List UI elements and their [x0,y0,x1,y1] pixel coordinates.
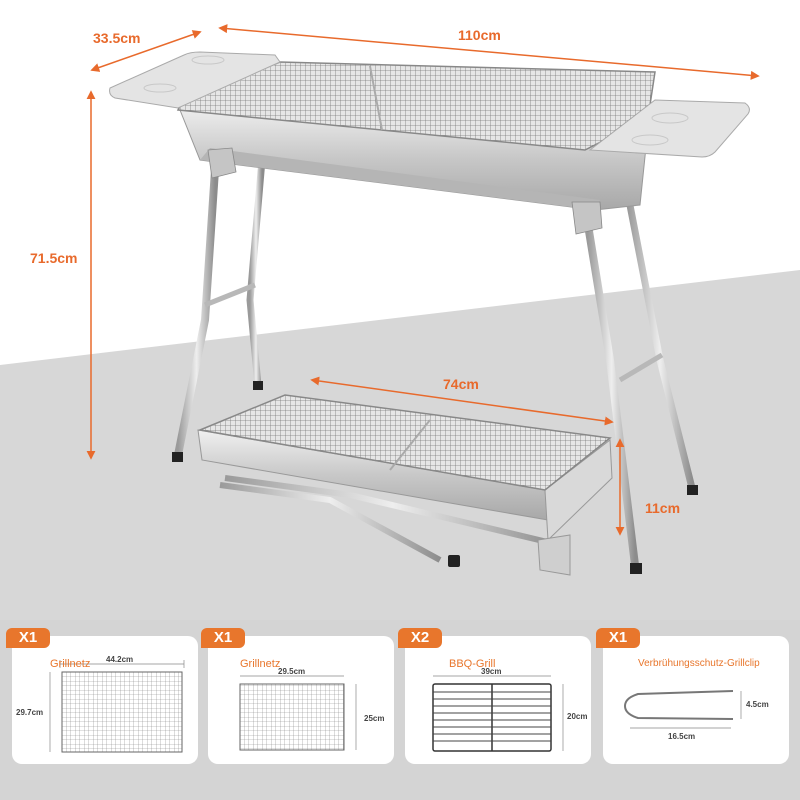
front-leg-right [584,224,639,566]
wire-mesh-icon [49,660,185,753]
quantity-badge: X1 [201,628,245,648]
side-table-right [588,99,750,158]
dimension-label-depth: 33.5cm [93,30,141,46]
accessory-height: 4.5cm [746,700,769,709]
accessory-name: BBQ-Grill [449,658,496,670]
dimension-label-folded-length: 74cm [443,376,479,392]
wire-mesh-icon [239,675,357,751]
scene-svg [0,24,800,620]
foot [687,485,698,495]
dimension-arrow-width [218,24,760,80]
dimension-label-width: 110cm [458,27,501,43]
firebox-shadow [200,148,600,210]
grill-folded [197,394,613,576]
quantity-badge: X1 [596,628,640,648]
cup-holder [651,112,689,124]
hinge-plate [207,147,237,179]
cross-brace [204,282,256,308]
folded-leg [224,475,561,548]
accessory-name: Grillnetz [50,658,91,670]
mesh-divider [389,419,431,471]
cross-brace [618,352,664,383]
foot [172,452,183,462]
foot [448,555,460,567]
foot [630,563,642,574]
accessory-card: BBQ-Grill 39cm 20cm [405,636,591,764]
folded-leg [219,482,442,563]
accessory-width: 39cm [481,667,502,676]
folded-mesh [197,394,612,491]
accessory-width: 44.2cm [106,655,134,664]
quantity-badge: X2 [398,628,442,648]
hinge-plate [571,201,603,235]
accessory-card: Grillnetz 29.5cm 25cm [208,636,394,764]
foot [253,381,263,390]
cup-holder [143,83,177,93]
grill-rack-icon [432,675,564,752]
accessory-card: Verbrühungsschutz-Grillclip 16.5cm 4.5cm [603,636,789,764]
accessory-name: Grillnetz [240,658,281,670]
dimension-label-folded-height: 11cm [645,500,681,516]
accessory-name: Verbrühungsschutz-Grillclip [638,658,760,669]
accessory-card: Grillnetz 44.2cm 29.7cm [12,636,198,764]
rear-leg-left [246,159,266,386]
accessory-width: 29.5cm [278,667,306,676]
front-leg-left [174,169,219,456]
folded-end-plate [544,439,613,542]
accessory-height: 25cm [364,714,385,723]
cup-holder [631,134,669,146]
accessory-width: 16.5cm [668,732,696,741]
rear-leg-right [624,194,696,489]
grill-clip-icon [623,690,742,729]
accessory-height: 29.7cm [16,708,44,717]
dimension-arrow-depth [90,30,202,72]
hinge-plate [537,534,571,576]
quantity-badge: X1 [6,628,50,648]
accessories-panel: Grillnetz 44.2cm 29.7cm X1 Grillnetz 29.… [0,620,800,800]
dimension-arrow-folded-length [310,376,614,426]
product-scene: 33.5cm 110cm 71.5cm 74cm 11cm [0,24,800,620]
accessory-height: 20cm [567,712,588,721]
dimension-label-height: 71.5cm [30,250,78,266]
